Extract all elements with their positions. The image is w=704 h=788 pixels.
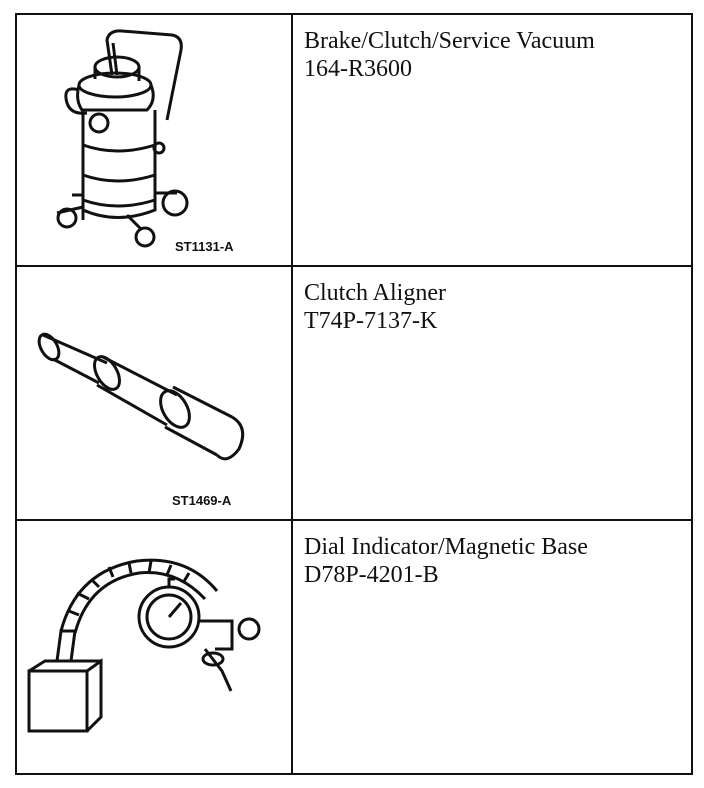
column-divider bbox=[291, 521, 293, 773]
figure-caption: ST1131-A bbox=[175, 239, 234, 254]
tool-name: Brake/Clutch/Service Vacuum bbox=[304, 28, 595, 54]
tool-part-number: 164-R3600 bbox=[304, 56, 412, 82]
column-divider bbox=[291, 267, 293, 519]
column-divider bbox=[291, 15, 293, 265]
tool-name: Clutch Aligner bbox=[304, 280, 446, 306]
tool-description: Dial Indicator/Magnetic Base D78P-4201-B bbox=[304, 533, 681, 589]
tool-illustration-cell bbox=[17, 521, 291, 773]
figure-caption: ST1469-A bbox=[172, 493, 232, 508]
tool-row: ST1131-A Brake/Clutch/Service Vacuum 164… bbox=[17, 15, 691, 267]
tool-table: ST1131-A Brake/Clutch/Service Vacuum 164… bbox=[15, 13, 693, 775]
tool-row: ST1469-A Clutch Aligner T74P-7137-K bbox=[17, 267, 691, 521]
tool-part-number: D78P-4201-B bbox=[304, 562, 439, 588]
clutch-aligner-icon bbox=[37, 332, 245, 461]
dial-indicator-icon bbox=[27, 558, 261, 733]
tool-illustration-cell: ST1469-A bbox=[17, 267, 291, 519]
tool-name: Dial Indicator/Magnetic Base bbox=[304, 534, 588, 560]
tool-part-number: T74P-7137-K bbox=[304, 308, 438, 334]
tool-description: Brake/Clutch/Service Vacuum 164-R3600 bbox=[304, 27, 681, 83]
tool-illustration-cell: ST1131-A bbox=[17, 15, 291, 265]
shop-vacuum-icon bbox=[56, 29, 189, 248]
tool-row: Dial Indicator/Magnetic Base D78P-4201-B bbox=[17, 521, 691, 773]
tool-description: Clutch Aligner T74P-7137-K bbox=[304, 279, 681, 335]
